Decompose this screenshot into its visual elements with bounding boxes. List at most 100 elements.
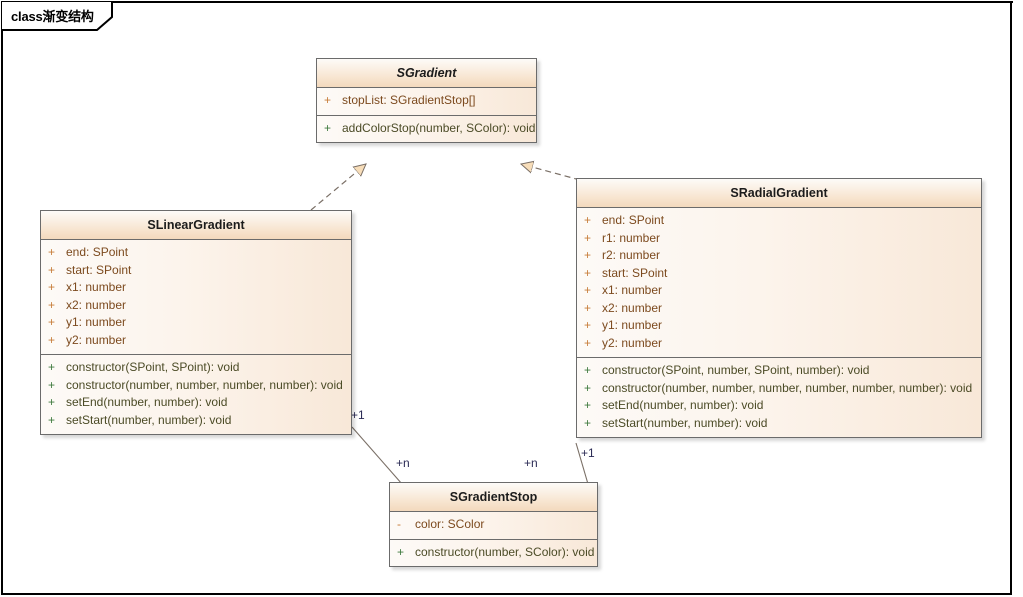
method-row: + setEnd(number, number): void [577,397,981,415]
class-box-sgradient[interactable]: SGradient + stopList: SGradientStop[] + … [316,58,537,143]
visibility-marker: + [48,412,56,427]
visibility-marker: + [584,283,592,297]
method-label: setStart(number, number): void [66,412,232,427]
attribute-row: + start: SPoint [577,265,981,283]
visibility-marker: + [584,300,592,315]
class-title-sgradient: SGradient [317,59,536,88]
class-title-slineargradient: SLinearGradient [41,211,351,240]
method-row: + setEnd(number, number): void [41,394,351,412]
attribute-row: + stopList: SGradientStop[] [317,92,536,110]
visibility-marker: + [48,280,56,294]
class-title-sradialgradient: SRadialGradient [577,179,981,208]
attribute-row: + end: SPoint [41,244,351,262]
method-label: constructor(SPoint, number, SPoint, numb… [602,363,870,377]
method-label: setEnd(number, number): void [602,398,764,412]
method-row: + constructor(SPoint, number, SPoint, nu… [577,362,981,380]
method-label: constructor(SPoint, SPoint): void [66,360,240,374]
attribute-label: color: SColor [415,517,485,531]
attribute-label: x2: number [66,297,127,312]
visibility-marker: + [48,262,56,277]
method-label: constructor(number, number, number, numb… [66,377,343,392]
method-label: constructor(number, number, number, numb… [602,380,973,395]
visibility-marker: + [584,363,592,377]
visibility-marker: + [584,248,592,262]
attribute-label: r1: number [602,230,661,245]
attribute-label: start: SPoint [66,262,132,277]
visibility-marker: + [324,120,332,135]
attribute-row: + r2: number [577,247,981,265]
method-label: setStart(number, number): void [602,415,768,430]
attribute-label: x2: number [602,300,663,315]
visibility-marker: + [48,245,56,259]
visibility-marker: + [584,318,592,332]
multiplicity-radial-one: +1 [581,446,595,460]
attribute-row: + x2: number [577,300,981,318]
method-row: + constructor(number, number, number, nu… [577,380,981,398]
attributes-section-slineargradient: + end: SPoint + start: SPoint + x1: numb… [41,240,351,354]
diagram-title-label: class渐变结构 [11,9,94,24]
visibility-marker: + [48,395,56,409]
attribute-row: + r1: number [577,230,981,248]
methods-section-sgradientstop: + constructor(number, SColor): void [390,538,597,566]
attribute-row: + end: SPoint [577,212,981,230]
visibility-marker: + [48,297,56,312]
attribute-row: + y1: number [577,317,981,335]
class-box-sradialgradient[interactable]: SRadialGradient + end: SPoint + r1: numb… [576,178,982,438]
visibility-marker: + [584,213,592,227]
method-row: + constructor(number, number, number, nu… [41,377,351,395]
visibility-marker: + [397,544,405,559]
attributes-section-sgradientstop: - color: SColor [390,512,597,539]
multiplicity-linear-one: +1 [351,408,365,422]
method-row: + constructor(SPoint, SPoint): void [41,359,351,377]
method-label: addColorStop(number, SColor): void [342,120,536,135]
attribute-label: y2: number [602,335,663,350]
attribute-row: + y1: number [41,314,351,332]
attribute-row: + start: SPoint [41,262,351,280]
method-row: + setStart(number, number): void [577,415,981,433]
multiplicity-linear-many: +n [396,456,410,470]
attribute-label: end: SPoint [602,213,665,227]
attribute-label: r2: number [602,248,661,262]
attribute-label: y1: number [66,315,127,329]
attribute-label: end: SPoint [66,245,129,259]
class-box-slineargradient[interactable]: SLinearGradient + end: SPoint + start: S… [40,210,352,435]
method-label: constructor(number, SColor): void [415,544,595,559]
diagram-frame-top-border [112,1,1013,3]
method-row: + setStart(number, number): void [41,412,351,430]
multiplicity-radial-many: +n [524,456,538,470]
class-box-sgradientstop[interactable]: SGradientStop - color: SColor + construc… [389,482,598,567]
attribute-row: + y2: number [41,332,351,350]
attribute-label: x1: number [602,283,663,297]
visibility-marker: + [584,265,592,280]
attributes-section-sradialgradient: + end: SPoint + r1: number + r2: number … [577,208,981,357]
attribute-label: stopList: SGradientStop[] [342,93,476,107]
methods-section-sgradient: + addColorStop(number, SColor): void [317,114,536,142]
attribute-label: start: SPoint [602,265,668,280]
diagram-frame-tab [1,1,113,31]
methods-section-sradialgradient: + constructor(SPoint, number, SPoint, nu… [577,357,981,437]
visibility-marker: + [48,315,56,329]
visibility-marker: + [584,415,592,430]
attribute-label: y1: number [602,318,663,332]
attribute-label: y2: number [66,332,127,347]
method-row: + constructor(number, SColor): void [390,544,597,562]
method-row: + addColorStop(number, SColor): void [317,120,536,138]
visibility-marker: - [397,517,401,531]
frame-tab-shape [1,1,113,31]
visibility-marker: + [584,335,592,350]
visibility-marker: + [48,377,56,392]
attribute-row: + x2: number [41,297,351,315]
methods-section-slineargradient: + constructor(SPoint, SPoint): void + co… [41,354,351,434]
attribute-row: - color: SColor [390,516,597,534]
visibility-marker: + [584,380,592,395]
attributes-section-sgradient: + stopList: SGradientStop[] [317,88,536,115]
attribute-label: x1: number [66,280,127,294]
attribute-row: + y2: number [577,335,981,353]
attribute-row: + x1: number [41,279,351,297]
visibility-marker: + [48,360,56,374]
visibility-marker: + [584,398,592,412]
method-label: setEnd(number, number): void [66,395,228,409]
visibility-marker: + [324,93,332,107]
class-title-sgradientstop: SGradientStop [390,483,597,512]
